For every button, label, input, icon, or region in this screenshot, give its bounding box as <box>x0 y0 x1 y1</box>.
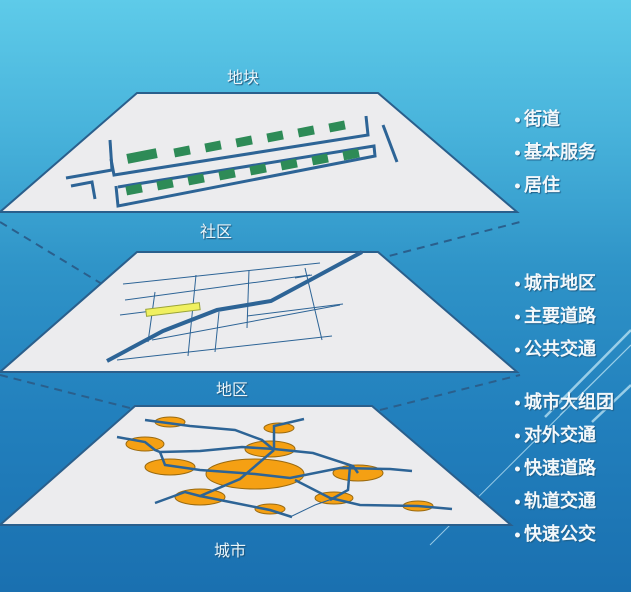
bullet-item: •城市大组团 <box>513 392 614 413</box>
layer-label-district: 地区 <box>215 380 249 399</box>
bullet-item: •居住 <box>513 175 560 196</box>
bullet-item: •城市地区 <box>513 273 596 294</box>
district-bullet-list: •城市地区 •主要道路 •公共交通 <box>513 268 596 367</box>
bullet-item: •基本服务 <box>513 142 596 163</box>
bullet-item: •快速公交 <box>513 524 596 545</box>
bullet-dot-icon: • <box>513 146 522 162</box>
bullet-dot-icon: • <box>513 528 522 544</box>
bullet-dot-icon: • <box>513 429 522 445</box>
bullet-dot-icon: • <box>513 277 522 293</box>
bullet-dot-icon: • <box>513 113 522 129</box>
city-plane <box>0 405 514 526</box>
plot-plane <box>0 92 520 213</box>
plot-bullet-list: •街道 •基本服务 •居住 <box>513 104 596 203</box>
district-plane <box>0 250 520 373</box>
bullet-item: •街道 <box>513 109 560 130</box>
bullet-item: •快速道路 <box>513 458 596 479</box>
bullet-dot-icon: • <box>513 343 522 359</box>
layer-label-community: 社区 <box>199 222 233 241</box>
bullet-item: •主要道路 <box>513 306 596 327</box>
bullet-item: •公共交通 <box>513 339 596 360</box>
city-bullet-list: •城市大组团 •对外交通 •快速道路 •轨道交通 •快速公交 <box>513 387 614 552</box>
bullet-dot-icon: • <box>513 396 522 412</box>
bullet-dot-icon: • <box>513 179 522 195</box>
bullet-dot-icon: • <box>513 495 522 511</box>
bullet-item: •对外交通 <box>513 425 596 446</box>
bullet-dot-icon: • <box>513 462 522 478</box>
bullet-dot-icon: • <box>513 310 522 326</box>
bullet-item: •轨道交通 <box>513 491 596 512</box>
layer-label-plot: 地块 <box>226 68 260 87</box>
layer-label-city: 城市 <box>213 541 247 560</box>
